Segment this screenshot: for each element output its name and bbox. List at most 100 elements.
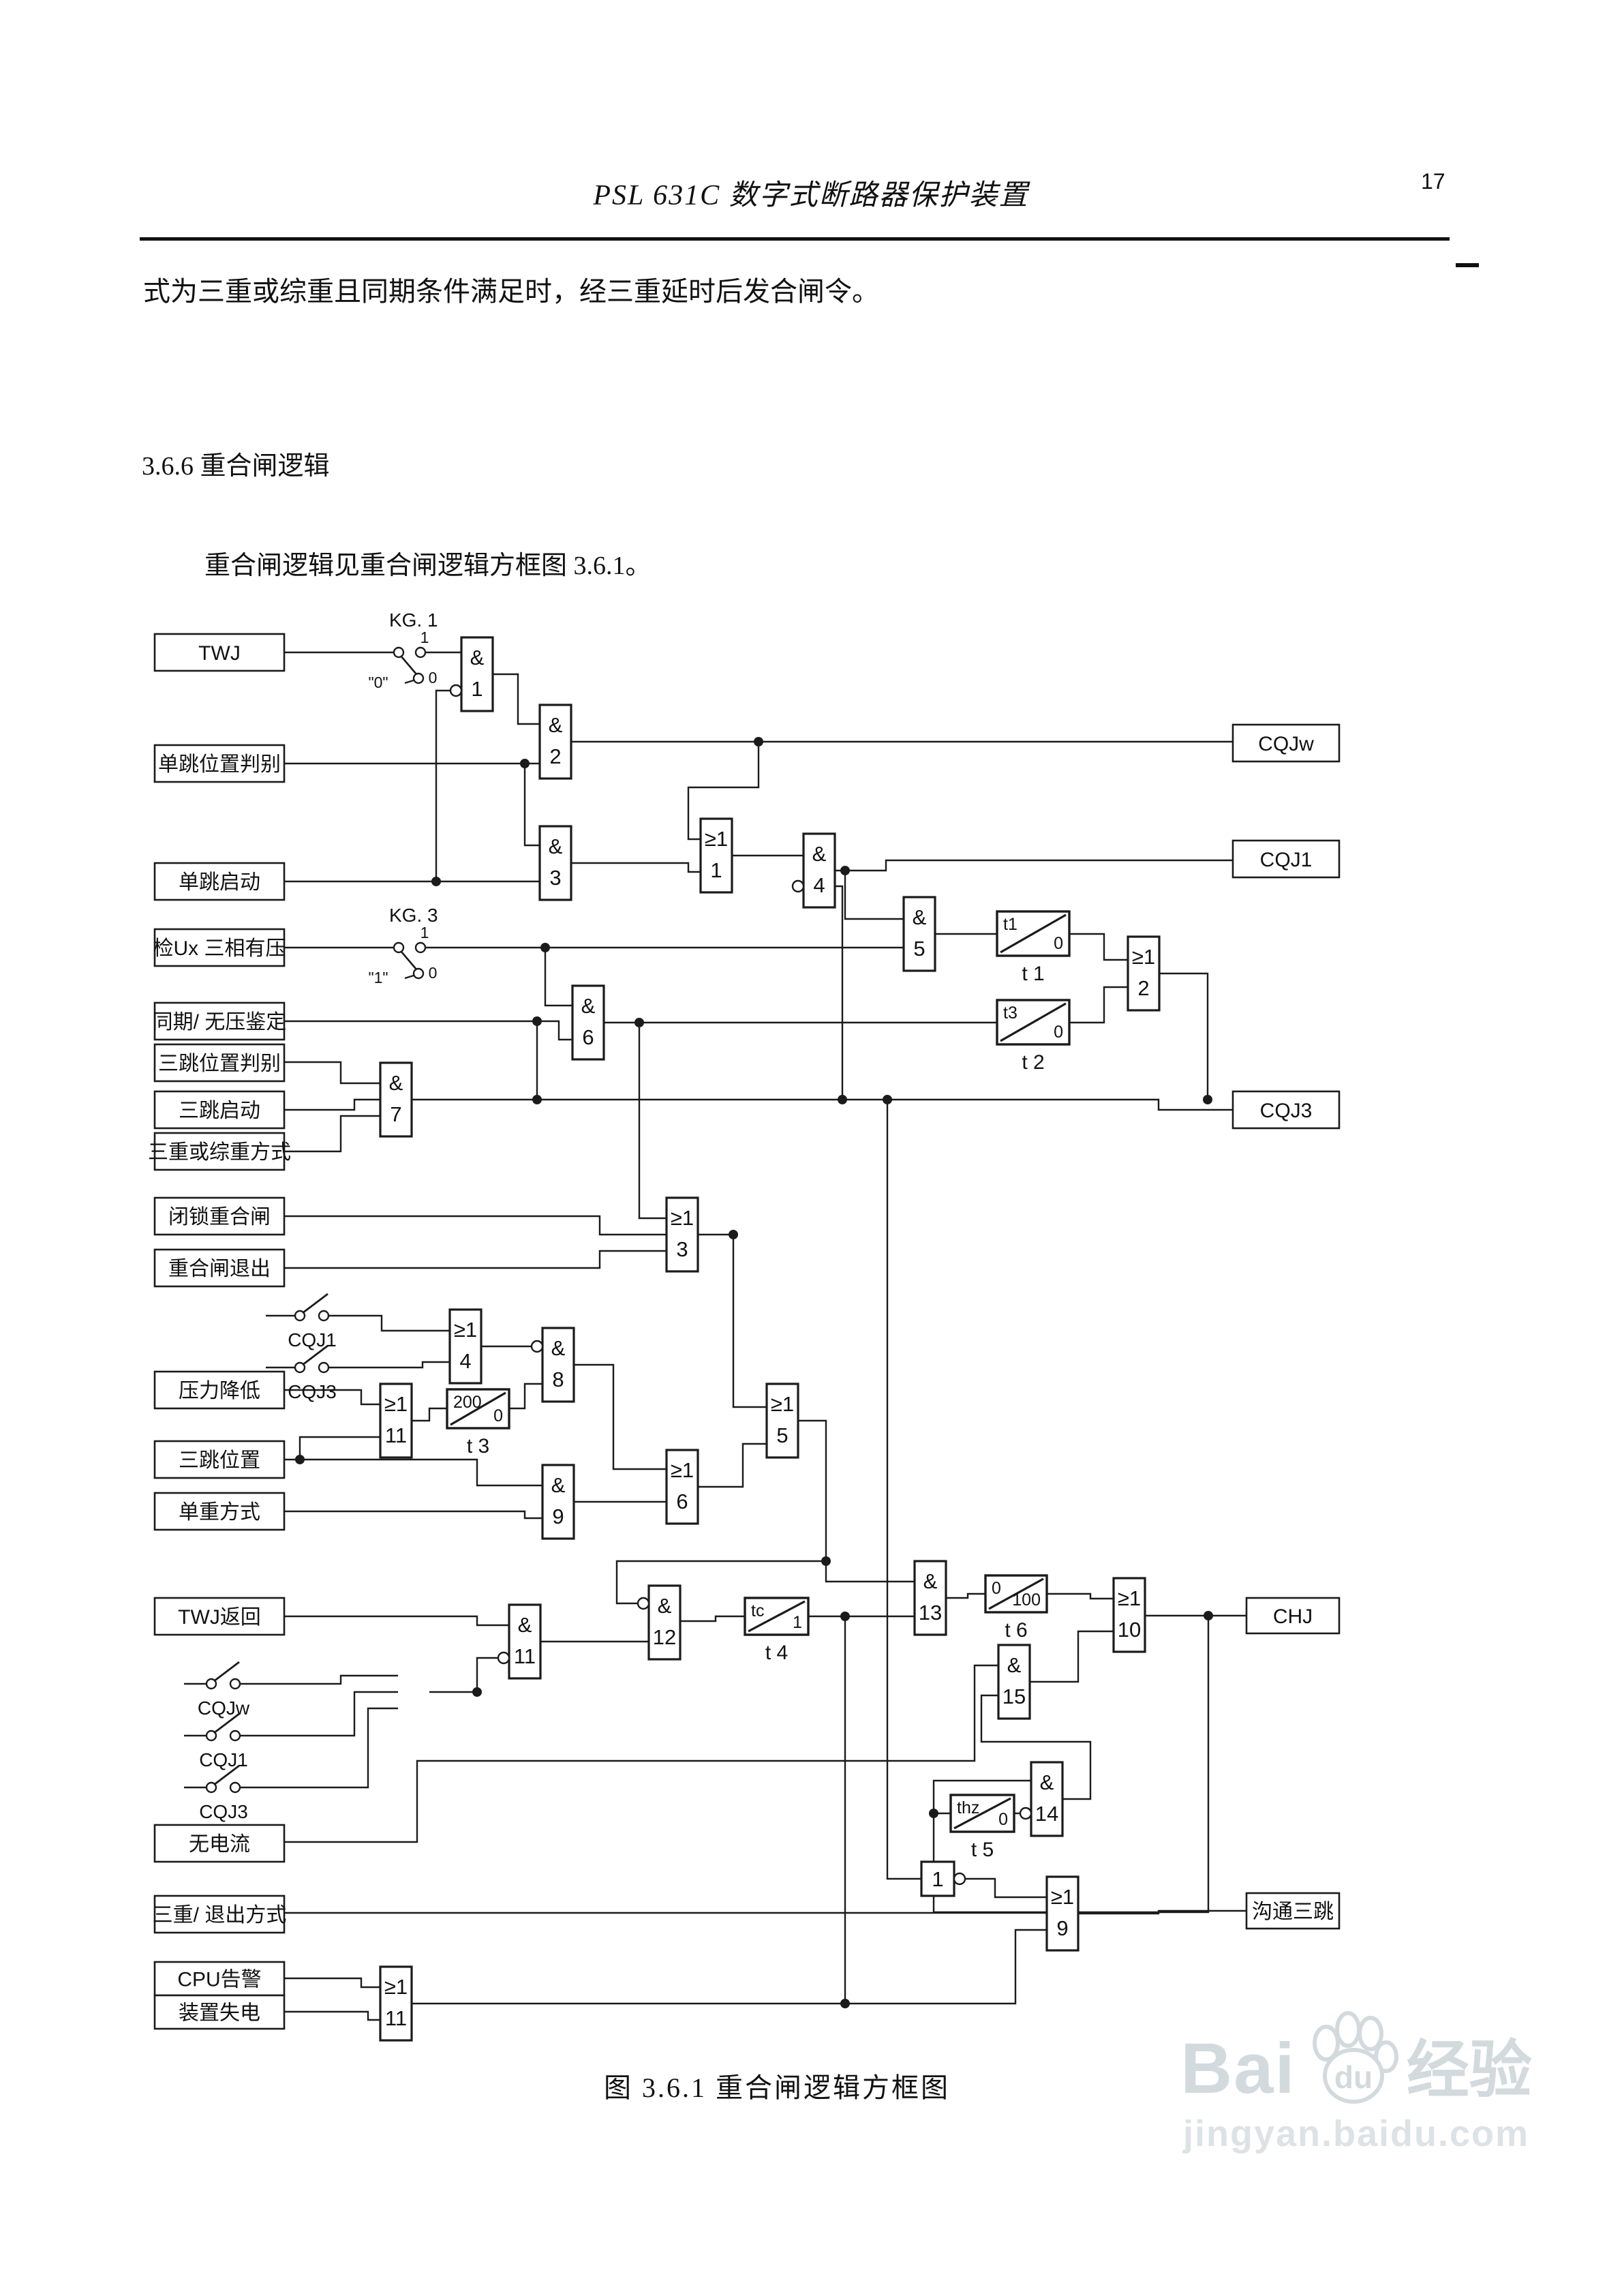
gate-number: 6: [582, 1025, 594, 1049]
logic-gate-and-14: &14: [1019, 1761, 1064, 1837]
input-box-label: 同期/ 无压鉴定: [153, 1011, 287, 1033]
gate-symbol: &: [581, 994, 596, 1018]
gate-symbol: &: [1040, 1770, 1054, 1794]
input-box-rect: [153, 1090, 286, 1130]
page-number: 17: [1421, 169, 1445, 194]
gate-number: 12: [653, 1625, 676, 1649]
output-box-gtst: 沟通三跳: [1245, 1892, 1341, 1930]
switch-blade-icon: [302, 1344, 328, 1366]
logic-gate-or-2: ≥12: [1127, 935, 1161, 1012]
junction-dot: [840, 1612, 850, 1621]
gate-rect: [1045, 1875, 1080, 1952]
timer-dropout-value: 0: [493, 1406, 503, 1425]
inverter-bubble-icon: [637, 1597, 650, 1610]
input-box-label: 无电流: [189, 1833, 250, 1856]
gate-rect: [1112, 1577, 1146, 1653]
input-box-chtc: 重合闸退出: [153, 1248, 286, 1288]
input-box-rect: [153, 1248, 286, 1288]
wire: [284, 1977, 380, 1989]
input-box-label: 压力降低: [179, 1380, 260, 1402]
input-box-szhz: 三重或综重方式: [148, 1132, 291, 1171]
wire: [932, 1616, 1210, 1914]
junction-dot: [295, 1455, 305, 1464]
input-box-label: 单跳位置判别: [158, 753, 281, 776]
gate-number: 4: [813, 873, 825, 897]
switch-contact-icon: [205, 1781, 217, 1794]
input-box-label: CPU告警: [177, 1969, 261, 1991]
figure-caption: 图 3.6.1 重合闸逻辑方框图: [604, 2072, 950, 2103]
input-box-twj: TWJ: [153, 633, 286, 672]
input-box-rect: [153, 1824, 286, 1863]
gate-symbol: ≥1: [705, 827, 728, 851]
timer-pickup-value: 0: [992, 1579, 1001, 1598]
wire: [241, 1691, 398, 1737]
wire: [241, 1674, 398, 1685]
wire: [932, 1779, 1031, 1813]
timer-caption: t 4: [765, 1642, 788, 1664]
logic-gate-or-1: ≥11: [699, 817, 733, 894]
gate-number: 1: [710, 858, 722, 882]
input-box-rect: [153, 633, 286, 672]
input-box-label: TWJ: [198, 642, 241, 665]
wire: [946, 1592, 985, 1599]
input-box-dczfs: 单重方式: [153, 1492, 286, 1531]
timer-pickup-value: tc: [751, 1601, 764, 1620]
input-box-label: 三跳位置判别: [158, 1053, 281, 1075]
switch-kg1: KG. 110"0": [368, 609, 438, 691]
switch-contact-icon: [393, 941, 405, 954]
switch-sw-cqj3-lo: CQJ3: [199, 1764, 248, 1822]
gate-rect: [902, 896, 936, 972]
gate-symbol: &: [913, 905, 927, 929]
inverter-bubble-icon: [449, 684, 463, 697]
switch-blade-icon: [400, 655, 417, 675]
input-box-label: 装置失电: [179, 2002, 260, 2025]
wire: [1069, 933, 1128, 961]
junction-dot: [840, 866, 850, 875]
switch-blade-icon: [400, 950, 417, 970]
output-box-rect: [1231, 839, 1341, 879]
gate-number: 15: [1003, 1685, 1026, 1708]
gate-symbol: ≥1: [384, 1975, 408, 1999]
switch-contact-icon: [412, 672, 425, 684]
input-box-stwz: 三跳位置: [153, 1440, 286, 1479]
logic-gate-and-11: &11: [497, 1603, 542, 1680]
logic-gate-and-5: &5: [902, 896, 936, 972]
wire: [574, 1363, 667, 1470]
gate-symbol: ≥1: [771, 1392, 794, 1416]
output-box-chj: CHJ: [1245, 1597, 1341, 1635]
gate-rect: [379, 1061, 413, 1138]
junction-dot: [532, 1095, 542, 1104]
output-box-cqj1: CQJ1: [1231, 839, 1341, 879]
switch-setting-label: "0": [368, 674, 388, 691]
wire: [284, 1250, 667, 1269]
inverter-bubble-icon: [530, 1340, 544, 1353]
wire: [284, 1098, 380, 1111]
wire: [965, 1877, 1047, 1899]
switch-contact-label: 0: [429, 964, 438, 982]
wire: [284, 1458, 542, 1487]
junction-dot: [532, 1016, 542, 1026]
input-box-stqd: 三跳启动: [153, 1090, 286, 1130]
switch-name-label: CQJ3: [199, 1801, 248, 1822]
inverter-bubble-icon: [791, 879, 805, 893]
junction-dot: [840, 1999, 850, 2008]
switch-name-label: CQJ3: [288, 1381, 337, 1402]
timer-diagonal-icon: [988, 1577, 1044, 1610]
input-box-label: 三重/ 退出方式: [153, 1904, 287, 1927]
wire: [798, 885, 844, 1100]
input-box-rect: [153, 1043, 286, 1083]
switch-name-label: CQJw: [198, 1697, 250, 1719]
junction-dot: [634, 1018, 644, 1027]
timer-diagonal-icon: [748, 1600, 806, 1633]
timer-dropout-value: 1: [793, 1613, 802, 1632]
switch-name-label: KG. 3: [389, 905, 438, 926]
wire: [284, 1664, 998, 1843]
wire: [615, 1560, 826, 1605]
header-rule: [140, 237, 1450, 241]
input-box-cpugj: CPU告警: [153, 1961, 286, 1997]
timer-pickup-value: t3: [1003, 1003, 1017, 1023]
input-box-label: 三重或综重方式: [148, 1141, 291, 1164]
switch-name-label: KG. 1: [389, 609, 438, 631]
